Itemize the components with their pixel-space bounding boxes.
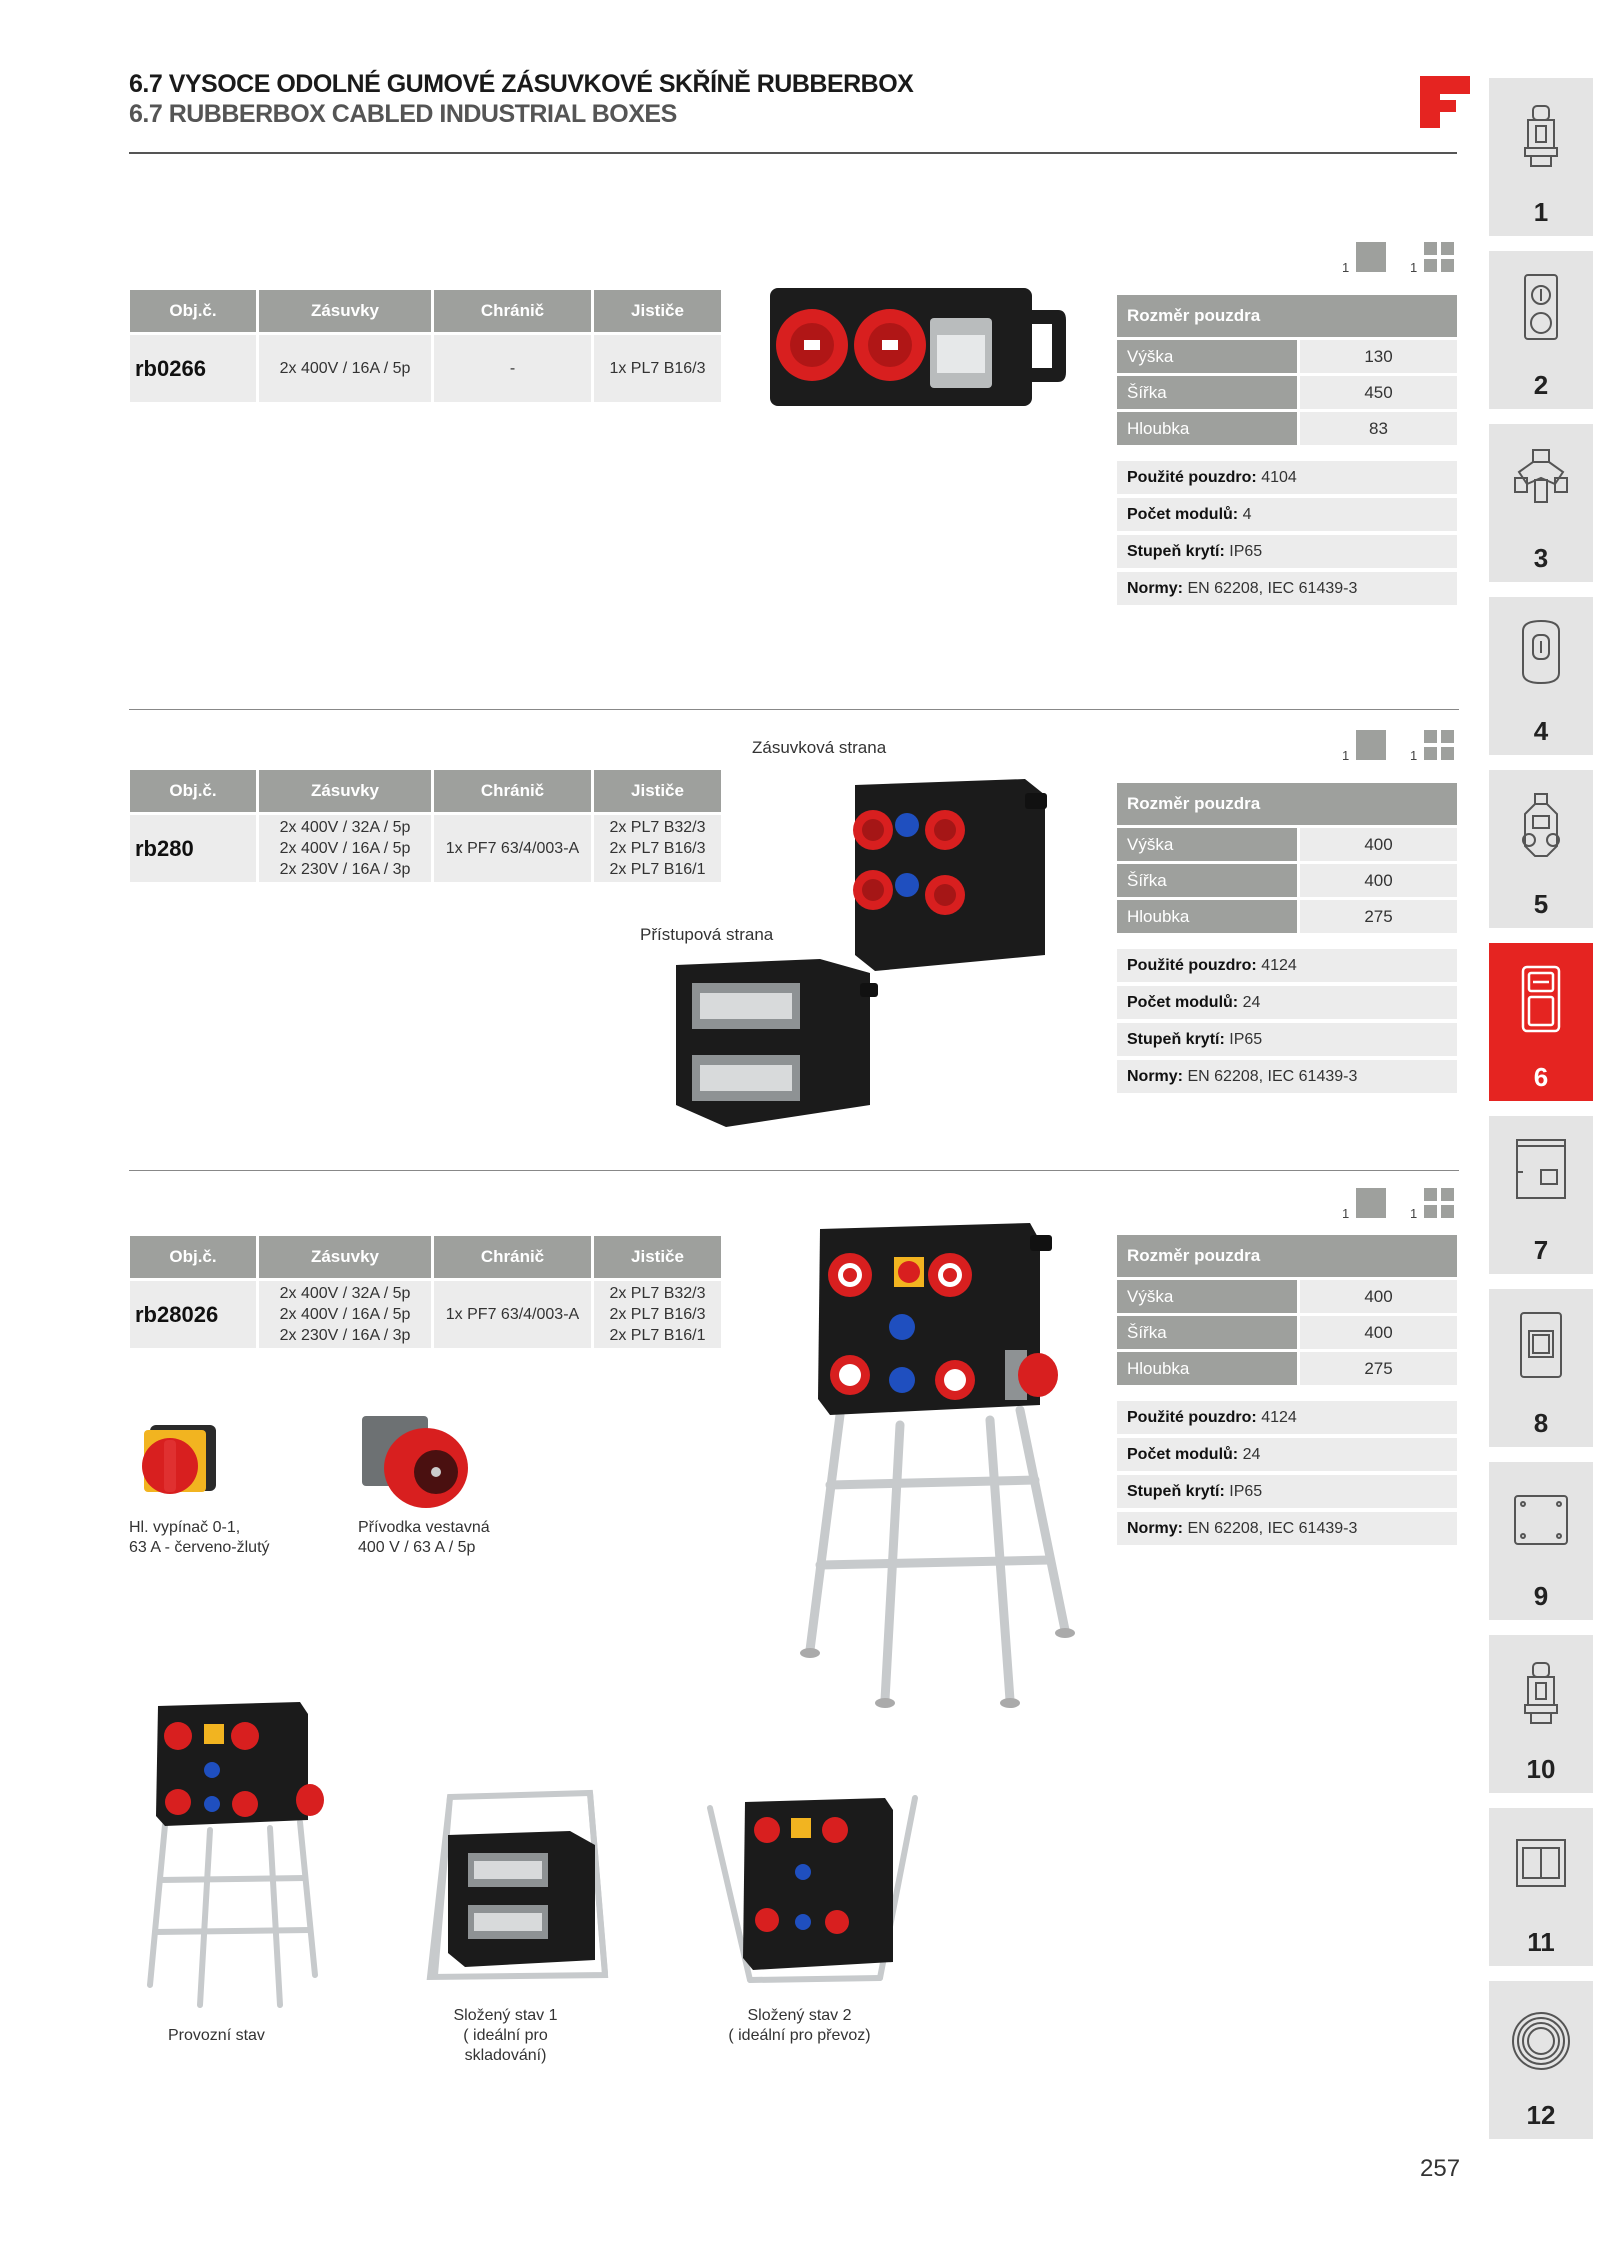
plug-icon — [1524, 105, 1558, 167]
side-tab-10[interactable]: 10 — [1489, 1635, 1593, 1793]
caption-inlet-plug: Přívodka vestavná 400 V / 63 A / 5p — [358, 1519, 490, 1556]
section-divider — [129, 1170, 1459, 1171]
cable-reel-icon — [1512, 2012, 1570, 2070]
cabinet-icon — [1516, 1139, 1566, 1199]
pack-indicator: 1 1 — [1340, 1188, 1460, 1228]
mobile-distributor-icon — [1522, 793, 1560, 857]
side-tab-1[interactable]: 1 — [1489, 78, 1593, 236]
folded-state-2-image — [707, 1795, 918, 1983]
single-pack-icon — [1356, 1188, 1386, 1218]
product-image-rb280-front — [853, 779, 1047, 971]
side-tab-12[interactable]: 12 — [1489, 1981, 1593, 2139]
product-code: rb0266 — [130, 335, 256, 402]
side-tab-8[interactable]: 8 — [1489, 1289, 1593, 1447]
connector-icon — [1524, 1662, 1558, 1724]
caption-socket-side: Zásuvková strana — [752, 738, 887, 757]
caption-access-side: Přístupová strana — [640, 925, 774, 944]
side-tab-6[interactable]: 6 — [1489, 943, 1593, 1101]
product-code: rb28026 — [130, 1281, 256, 1348]
operating-state-image — [147, 1702, 324, 2008]
side-tab-3[interactable]: 3 — [1489, 424, 1593, 582]
pack-indicator: 1 1 — [1340, 242, 1460, 282]
inlet-plug-image — [362, 1416, 468, 1508]
side-tab-4[interactable]: 4 — [1489, 597, 1593, 755]
caption-folded-state-1: Složený stav 1 ( ideální pro skladování) — [453, 2007, 558, 2064]
module-icon — [1516, 1839, 1566, 1887]
wall-socket-icon — [1524, 274, 1558, 340]
junction-box-icon — [1514, 1495, 1568, 1545]
product-image-rb280-back — [676, 959, 878, 1127]
section-divider — [129, 709, 1459, 710]
side-tab-11[interactable]: 11 — [1489, 1808, 1593, 1966]
page-title: 6.7 VYSOCE ODOLNÉ GUMOVÉ ZÁSUVKOVÉ SKŘÍN… — [129, 70, 914, 98]
folded-state-1-image — [426, 1789, 609, 1981]
caption-folded-state-2: Složený stav 2 ( ideální pro převoz) — [728, 2007, 871, 2044]
side-tab-2[interactable]: 2 — [1489, 251, 1593, 409]
multi-pack-icon — [1424, 242, 1454, 272]
single-pack-icon — [1356, 730, 1386, 760]
enclosure-icon — [1520, 1312, 1562, 1378]
product-code: rb280 — [130, 815, 256, 882]
product-table-rb280: Obj.č. Zásuvky Chránič Jističe rb280 2x … — [127, 767, 724, 885]
header-divider — [129, 152, 1457, 154]
product-table-rb28026: Obj.č. Zásuvky Chránič Jističe rb28026 2… — [127, 1233, 724, 1351]
page-subtitle: 6.7 RUBBERBOX CABLED INDUSTRIAL BOXES — [129, 100, 677, 128]
side-tab-7[interactable]: 7 — [1489, 1116, 1593, 1274]
product-image-rb0266 — [770, 288, 1066, 406]
single-pack-icon — [1356, 242, 1386, 272]
page-number: 257 — [1420, 2155, 1461, 2182]
side-tab-9[interactable]: 9 — [1489, 1462, 1593, 1620]
pack-indicator: 1 1 — [1340, 730, 1460, 770]
brand-logo-icon — [1420, 76, 1470, 128]
product-table-rb0266: Obj.č. Zásuvky Chránič Jističe rb0266 2x… — [127, 287, 724, 405]
product-image-rb28026 — [800, 1223, 1075, 1708]
rubber-box-icon — [1521, 965, 1561, 1033]
adapter-icon — [1514, 449, 1568, 503]
caption-main-switch: Hl. vypínač 0-1, 63 A - červeno-žlutý — [129, 1519, 270, 1556]
industrial-socket-icon — [1522, 619, 1560, 685]
side-tab-5[interactable]: 5 — [1489, 770, 1593, 928]
main-switch-image — [142, 1425, 216, 1494]
multi-pack-icon — [1424, 1188, 1454, 1218]
caption-operating-state: Provozní stav — [168, 2027, 265, 2044]
multi-pack-icon — [1424, 730, 1454, 760]
